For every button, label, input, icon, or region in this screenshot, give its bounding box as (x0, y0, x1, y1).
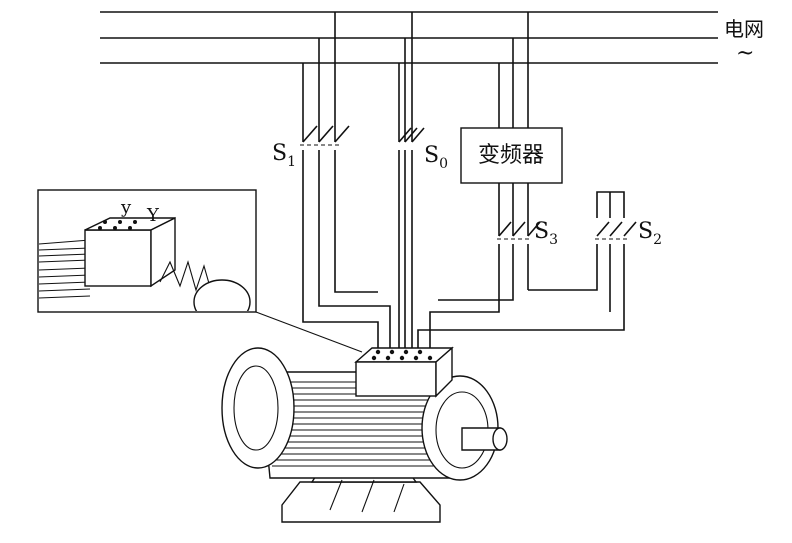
inverter-box (460, 127, 563, 184)
inverter-label: 变频器 (478, 143, 544, 168)
grid-label: 电网 (724, 17, 764, 41)
ac-symbol: ~ (736, 41, 754, 66)
s1-branch (300, 12, 391, 350)
motor (221, 346, 508, 523)
s0-label: S0 (424, 143, 448, 172)
grid-bus (100, 11, 718, 64)
motor-base (281, 481, 441, 523)
inverter-branch (429, 12, 563, 350)
inset-label-y: y (120, 197, 132, 218)
s3-label: S3 (534, 219, 558, 248)
s0-branch (398, 12, 425, 350)
inset-label-Y: Y (146, 205, 160, 226)
cooling-fins (270, 381, 444, 467)
s1-label: S1 (272, 141, 296, 170)
s2-branch (417, 191, 637, 350)
inset-view (37, 189, 257, 313)
terminal-box (355, 361, 437, 397)
s2-label: S2 (638, 219, 662, 248)
inset-pointer (255, 311, 363, 353)
terminal-studs (371, 349, 433, 361)
